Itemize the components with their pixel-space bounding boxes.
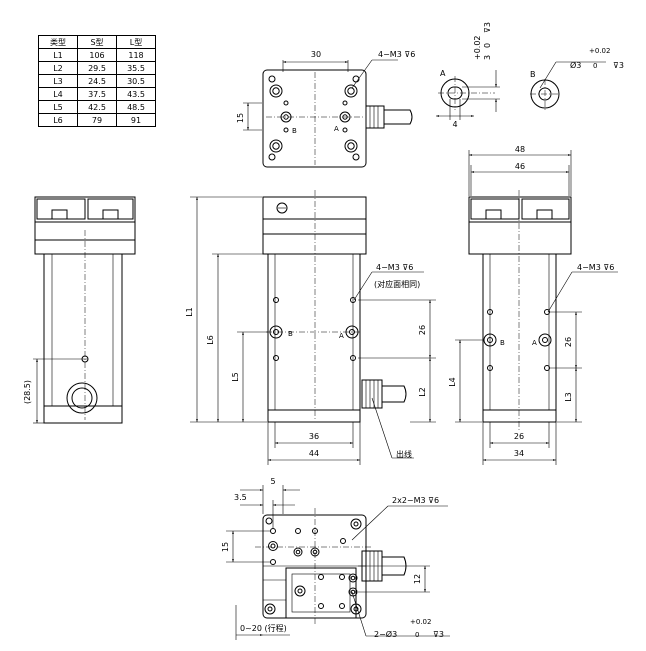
cell: 91 — [116, 113, 156, 127]
right-side-view: B A 48 46 L4 26 L3 26 34 4−M3 — [448, 145, 618, 465]
left-side-view: (28.5) — [23, 196, 136, 424]
right-dim-26-bottom: 26 — [514, 432, 524, 441]
bottom-pin-note: 2−Ø3 — [374, 629, 397, 639]
front-L1: L1 — [185, 307, 194, 317]
spec-table-header: 类型 S型 L型 — [38, 35, 156, 49]
front-dim-36: 36 — [309, 432, 319, 441]
top-mounting-holes — [269, 84, 358, 153]
bottom-tol-upper: +0.02 — [410, 618, 431, 626]
detail-a-tol-lower: 0 — [483, 43, 492, 48]
front-dim-26: 26 — [418, 325, 427, 335]
right-dim-46: 46 — [515, 162, 525, 171]
right-L4: L4 — [448, 377, 457, 387]
detail-b-tol-upper: +0.02 — [589, 47, 610, 55]
right-L3: L3 — [564, 392, 573, 402]
bottom-holes — [264, 517, 362, 615]
bottom-thread-note: 2x2−M3 ⊽6 — [392, 496, 439, 505]
top-connector — [365, 105, 413, 129]
detail-a-dia: 3 — [483, 55, 492, 60]
detail-b-dia: Ø3 — [570, 60, 581, 70]
front-thread-note: 4−M3 ⊽6 — [376, 263, 413, 272]
detail-b-depth: ⊽3 — [613, 61, 624, 70]
front-view: B A L1 L6 L5 26 L2 — [185, 190, 436, 465]
detail-a-label: A — [440, 69, 446, 78]
detail-a-width: 4 — [452, 120, 457, 129]
bottom-tol-lower: 0 — [415, 631, 419, 639]
bottom-dim-12: 12 — [413, 574, 422, 584]
front-thread-sub: (对应面相同) — [374, 279, 420, 289]
top-thread-note: 4−M3 ⊽6 — [378, 50, 415, 59]
front-label-b: B — [288, 330, 293, 338]
detail-b-tol-lower: 0 — [593, 62, 597, 70]
detail-a-tol-upper: +0.02 — [473, 35, 482, 60]
bottom-dim-15: 15 — [221, 542, 230, 552]
top-label-a: A — [334, 125, 339, 133]
right-label-a: A — [532, 339, 537, 347]
bottom-depth: ⊽3 — [433, 630, 444, 639]
top-dim-15: 15 — [236, 113, 245, 123]
front-cable-out: 出线 — [396, 449, 412, 459]
detail-b-label: B — [530, 70, 536, 79]
detail-a-depth: ⊽3 — [483, 22, 492, 33]
right-thread-note: 4−M3 ⊽6 — [577, 263, 614, 272]
front-label-a: A — [339, 332, 344, 340]
front-cable-connector — [361, 379, 407, 409]
right-label-b: B — [500, 339, 505, 347]
right-dim-48: 48 — [515, 145, 525, 154]
top-label-b: B — [292, 127, 297, 135]
front-L5: L5 — [231, 372, 240, 382]
bottom-stroke: 0~20 (行程) — [240, 623, 287, 633]
left-dim-28-5: (28.5) — [23, 380, 32, 404]
bottom-dim-3-5: 3.5 — [234, 493, 247, 502]
front-L6: L6 — [206, 335, 215, 345]
front-L2: L2 — [418, 387, 427, 397]
detail-a: 4 A +0.02 3 0 ⊽3 — [436, 22, 500, 129]
top-view: 30 — [236, 50, 415, 168]
right-dim-34: 34 — [514, 449, 524, 458]
right-dim-26-side: 26 — [564, 337, 573, 347]
detail-b: Ø3 +0.02 0 ⊽3 B — [530, 47, 624, 110]
bottom-view: 5 3.5 15 12 0~20 (行程) 2x2−M3 ⊽6 2−Ø3 +0.… — [221, 477, 450, 640]
top-width-30: 30 — [311, 50, 321, 59]
front-dim-44: 44 — [309, 449, 319, 458]
bottom-dim-5: 5 — [270, 477, 275, 486]
